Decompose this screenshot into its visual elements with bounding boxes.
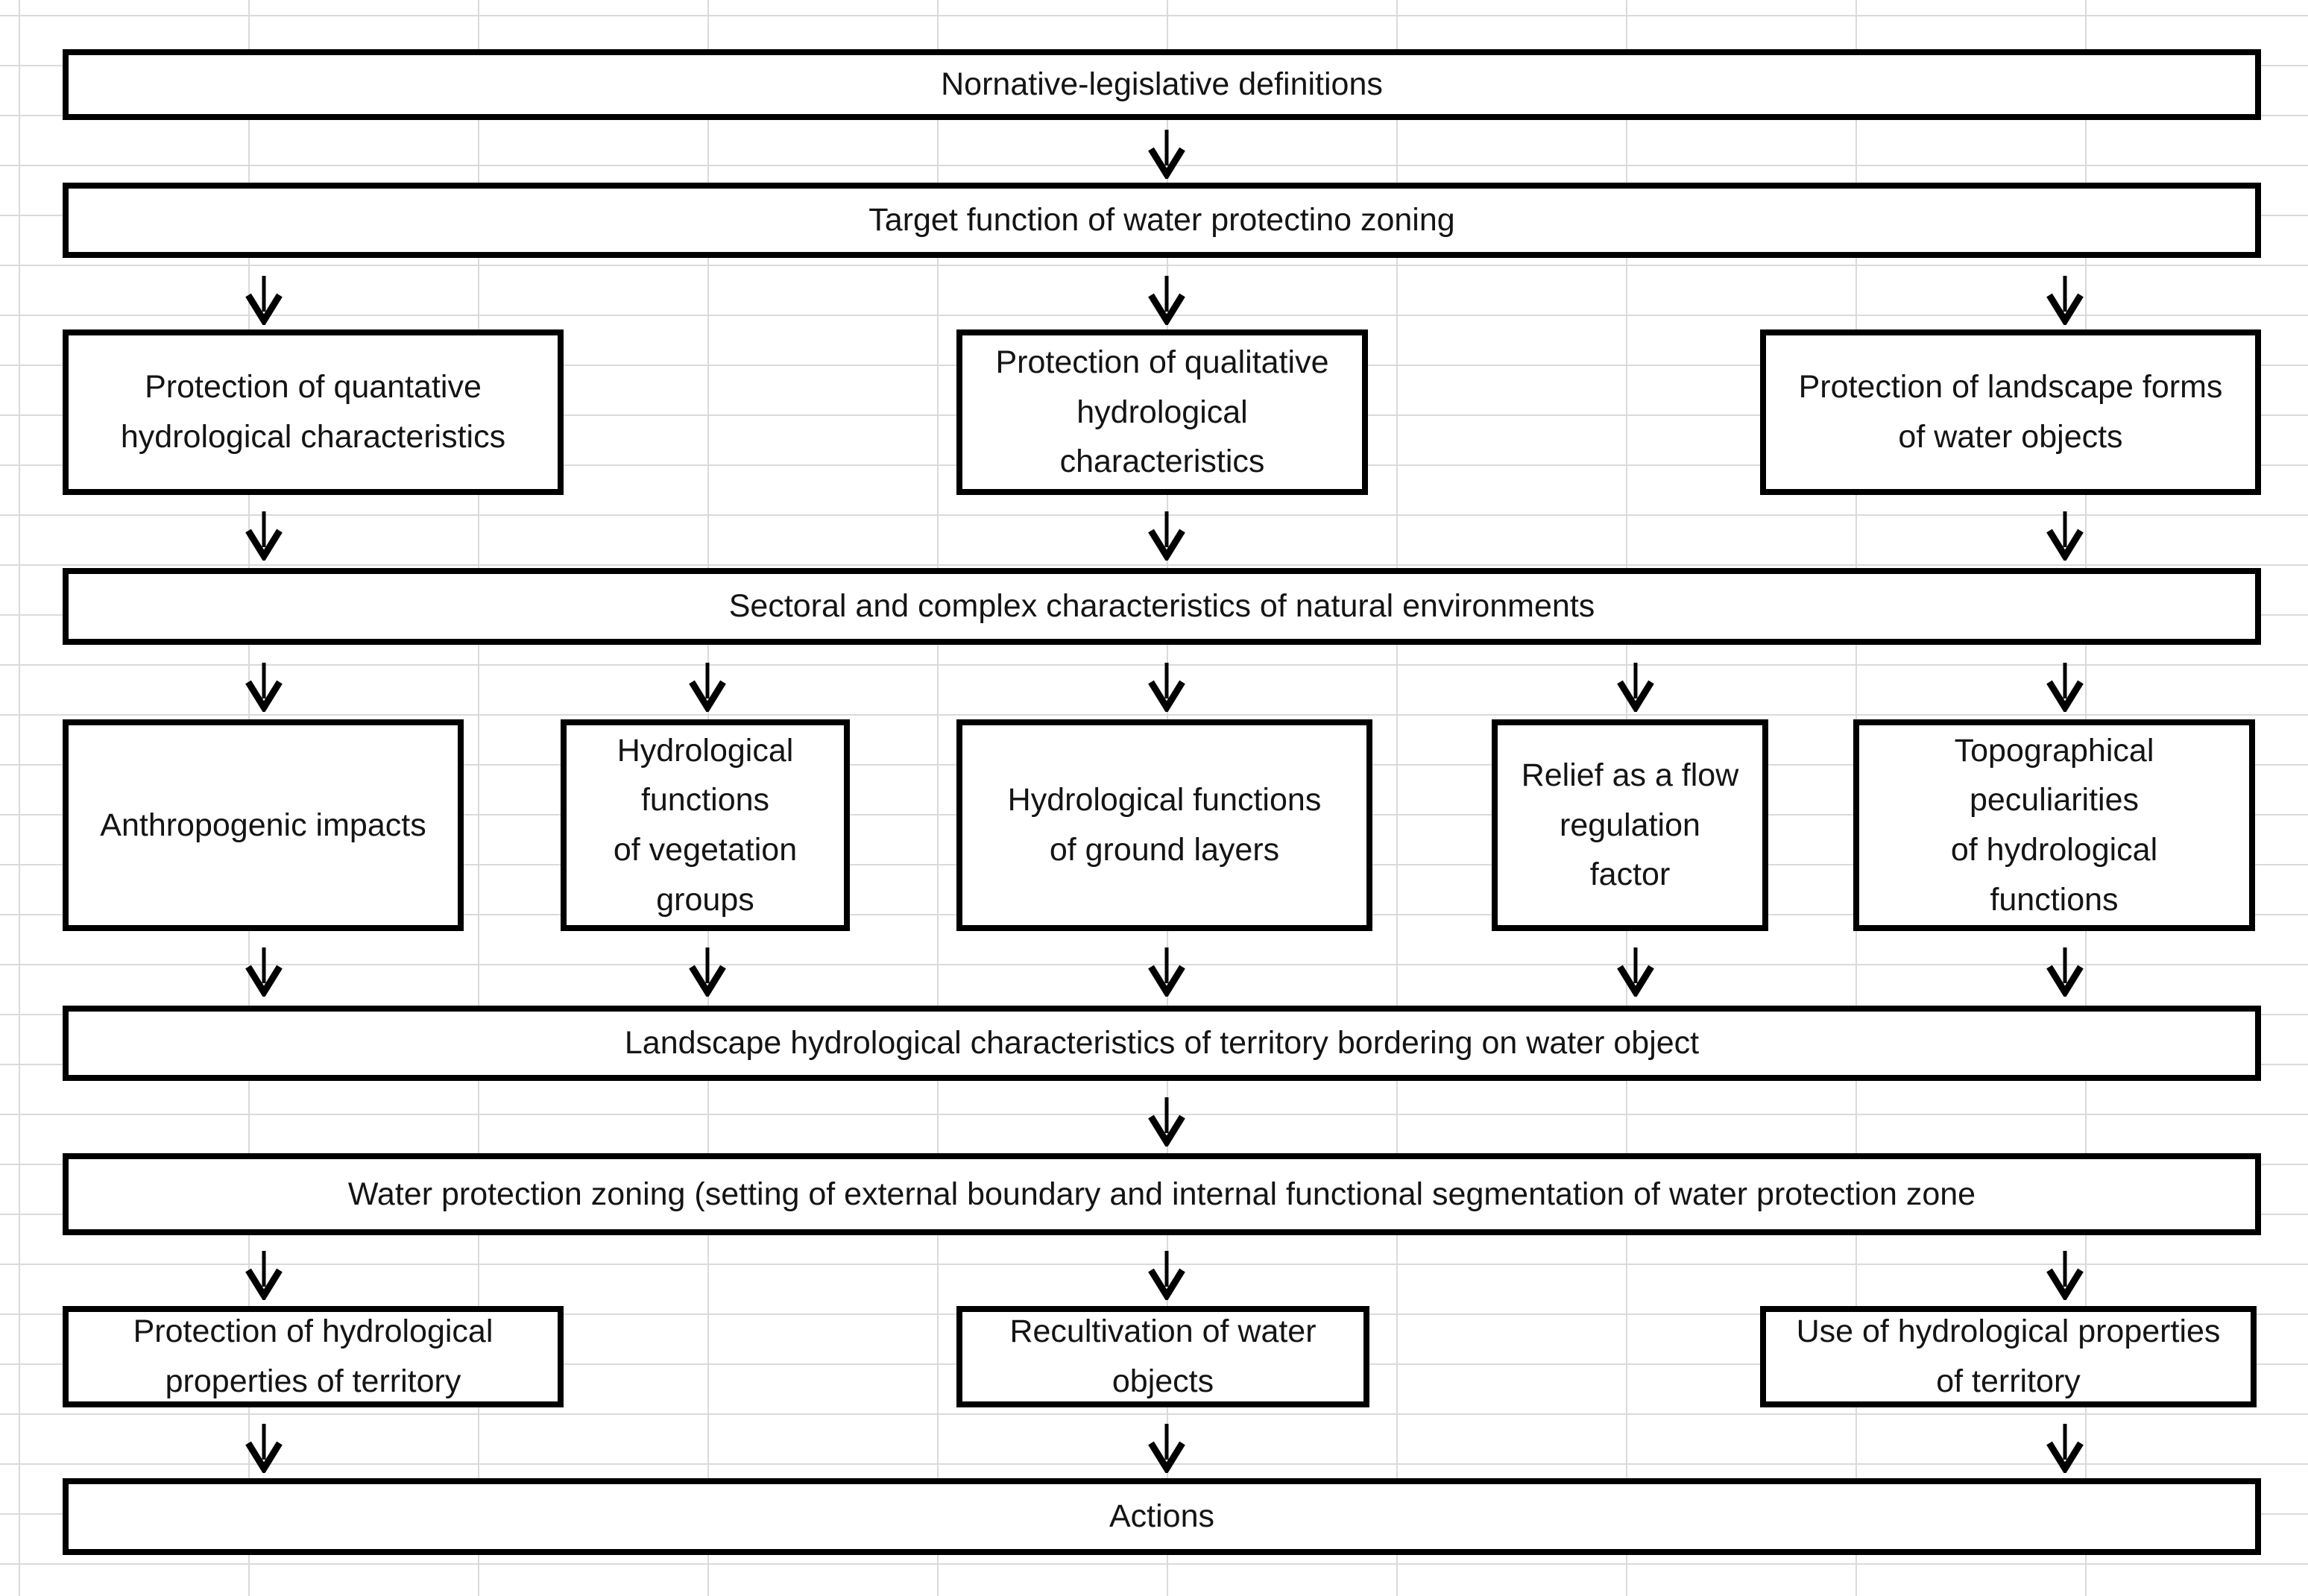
node-target-function: Target function of water protectino zoni… xyxy=(63,183,2261,258)
down-arrow-icon xyxy=(2046,946,2084,997)
node-hydrological-functions-ground: Hydrological functions of ground layers xyxy=(956,719,1372,931)
down-arrow-icon xyxy=(1147,1422,1186,1473)
down-arrow-icon xyxy=(1147,946,1186,997)
node-hydrological-functions-vegetation: Hydrological functions of vegetation gro… xyxy=(561,719,850,931)
node-protection-hydrological-properties: Protection of hydrological properties of… xyxy=(63,1306,564,1407)
node-protection-qualitative: Protection of qualitative hydrological c… xyxy=(956,329,1368,495)
down-arrow-icon xyxy=(245,274,283,325)
node-anthropogenic-impacts: Anthropogenic impacts xyxy=(63,719,464,931)
down-arrow-icon xyxy=(1616,661,1655,712)
down-arrow-icon xyxy=(1147,510,1186,561)
down-arrow-icon xyxy=(1147,128,1186,179)
node-nornative-legislative-definitions: Nornative-legislative definitions xyxy=(63,49,2261,120)
node-protection-landscape-forms: Protection of landscape forms of water o… xyxy=(1760,329,2261,495)
down-arrow-icon xyxy=(245,946,283,997)
down-arrow-icon xyxy=(1616,946,1655,997)
down-arrow-icon xyxy=(688,946,727,997)
down-arrow-icon xyxy=(245,1422,283,1473)
down-arrow-icon xyxy=(2046,661,2084,712)
down-arrow-icon xyxy=(2046,1422,2084,1473)
down-arrow-icon xyxy=(245,1249,283,1300)
node-protection-quantative: Protection of quantative hydrological ch… xyxy=(63,329,564,495)
down-arrow-icon xyxy=(1147,661,1186,712)
node-recultivation-water-objects: Recultivation of water objects xyxy=(956,1306,1369,1407)
node-use-hydrological-properties: Use of hydrological properties of territ… xyxy=(1760,1306,2257,1407)
node-landscape-hydrological-characteristics: Landscape hydrological characteristics o… xyxy=(63,1006,2261,1081)
node-water-protection-zoning: Water protection zoning (setting of exte… xyxy=(63,1153,2261,1235)
down-arrow-icon xyxy=(2046,274,2084,325)
node-relief-flow-regulation: Relief as a flow regulation factor xyxy=(1492,719,1768,931)
down-arrow-icon xyxy=(245,661,283,712)
down-arrow-icon xyxy=(1147,274,1186,325)
down-arrow-icon xyxy=(1147,1249,1186,1300)
down-arrow-icon xyxy=(245,510,283,561)
node-actions: Actions xyxy=(63,1478,2261,1555)
down-arrow-icon xyxy=(2046,1249,2084,1300)
down-arrow-icon xyxy=(2046,510,2084,561)
down-arrow-icon xyxy=(1147,1096,1186,1146)
down-arrow-icon xyxy=(688,661,727,712)
node-topographical-peculiarities: Topographical peculiarities of hydrologi… xyxy=(1853,719,2255,931)
node-sectoral-complex: Sectoral and complex characteristics of … xyxy=(63,568,2261,645)
